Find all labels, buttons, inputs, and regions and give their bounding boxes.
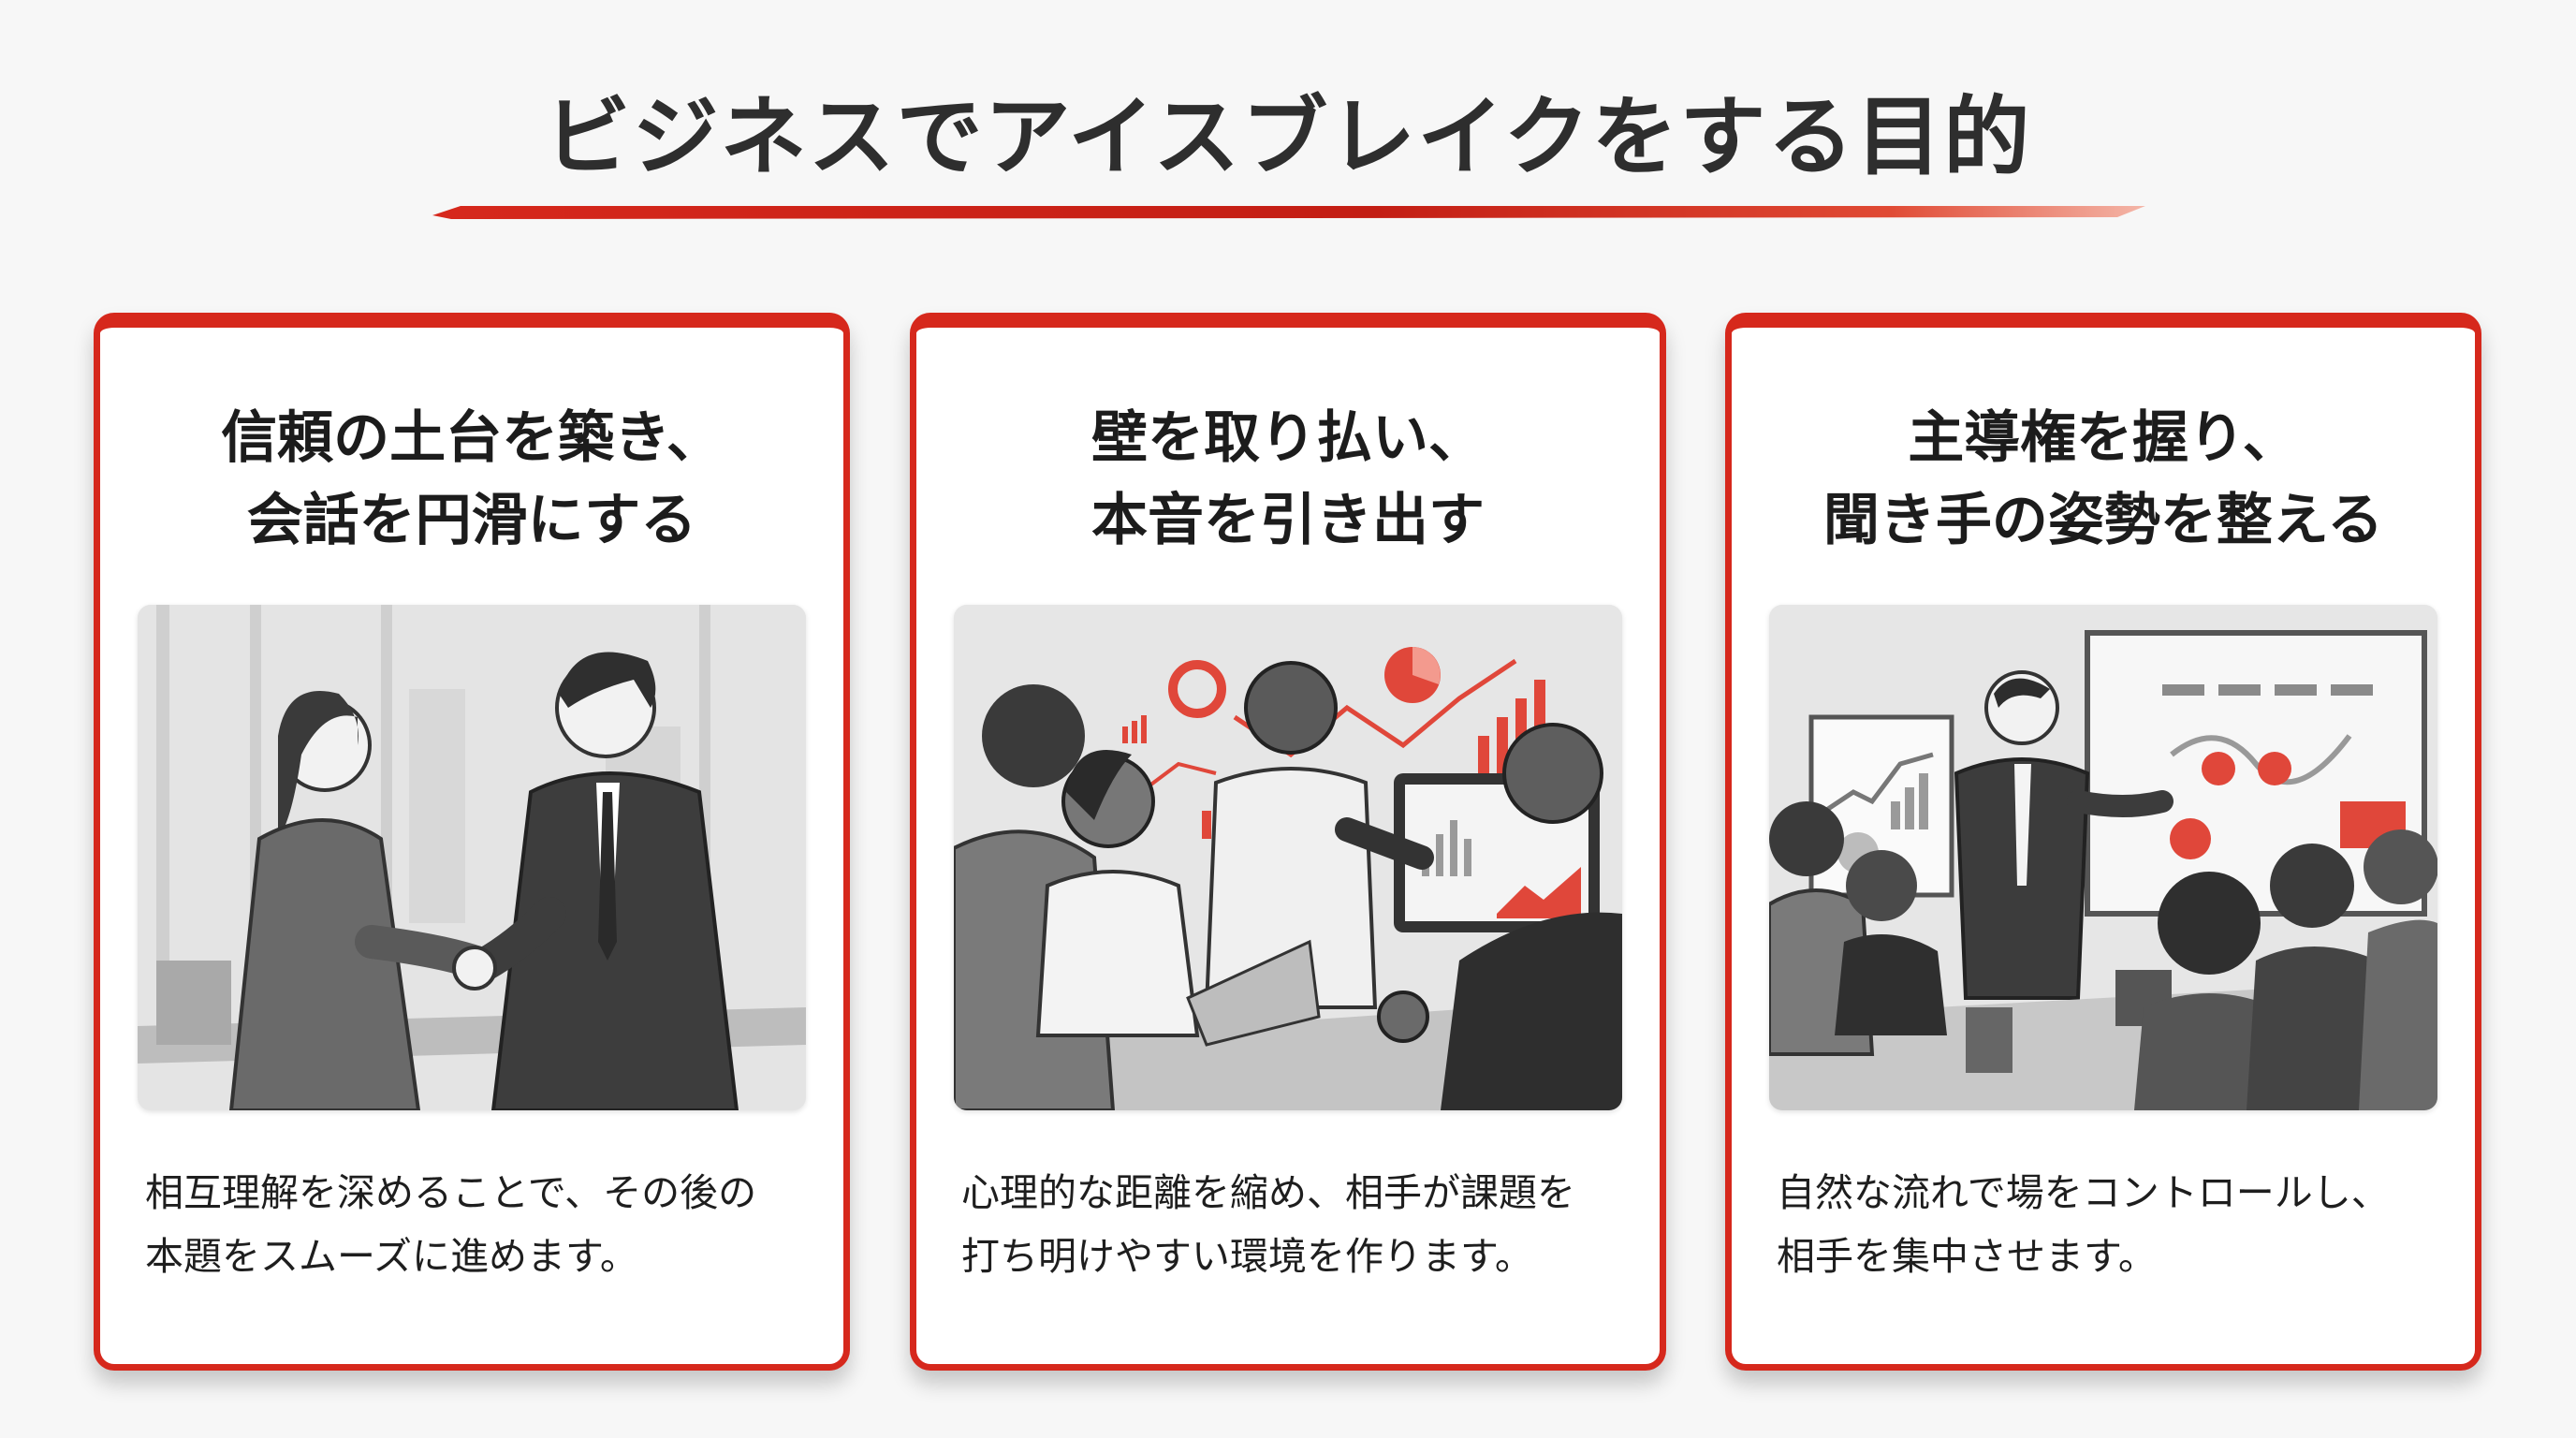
- card-heading-line: 会話を円滑にする: [246, 488, 697, 553]
- card-heading-line: 壁を取り払い、: [1091, 405, 1485, 471]
- team-meeting-illustration: [954, 605, 1622, 1110]
- purpose-card-trust: 信頼の土台を築き、 会話を円滑にする: [94, 313, 850, 1371]
- title-underline: [432, 206, 2145, 219]
- card-description-line: 本題をスムーズに進めます。: [145, 1234, 638, 1279]
- card-heading: 主導権を握り、 聞き手の姿勢を整える: [1732, 397, 2475, 562]
- purpose-card-openness: 壁を取り払い、 本音を引き出す: [910, 313, 1666, 1371]
- card-heading: 壁を取り払い、 本音を引き出す: [916, 397, 1660, 562]
- card-description-line: 自然な流れで場をコントロールし、: [1777, 1170, 2390, 1215]
- card-description: 心理的な距離を縮め、相手が課題を 打ち明けやすい環境を作ります。: [961, 1161, 1641, 1288]
- card-heading-line: 信頼の土台を築き、: [221, 405, 723, 471]
- card-heading-line: 本音を引き出す: [1091, 488, 1485, 553]
- card-description-line: 心理的な距離を縮め、相手が課題を: [961, 1170, 1575, 1215]
- card-description: 相互理解を深めることで、その後の 本題をスムーズに進めます。: [145, 1161, 825, 1288]
- card-heading-line: 聞き手の姿勢を整える: [1822, 488, 2384, 553]
- card-description-line: 相互理解を深めることで、その後の: [145, 1170, 757, 1215]
- presentation-illustration: [1769, 605, 2437, 1110]
- card-heading: 信頼の土台を築き、 会話を円滑にする: [100, 397, 843, 562]
- handshake-illustration: [138, 605, 806, 1110]
- card-heading-line: 主導権を握り、: [1908, 405, 2299, 471]
- card-description-line: 相手を集中させます。: [1777, 1234, 2157, 1279]
- page-title: ビジネスでアイスブレイクをする目的: [544, 87, 2032, 187]
- purpose-card-leadership: 主導権を握り、 聞き手の姿勢を整える: [1725, 313, 2481, 1371]
- card-description-line: 打ち明けやすい環境を作ります。: [961, 1234, 1533, 1279]
- card-description: 自然な流れで場をコントロールし、 相手を集中させます。: [1777, 1161, 2456, 1288]
